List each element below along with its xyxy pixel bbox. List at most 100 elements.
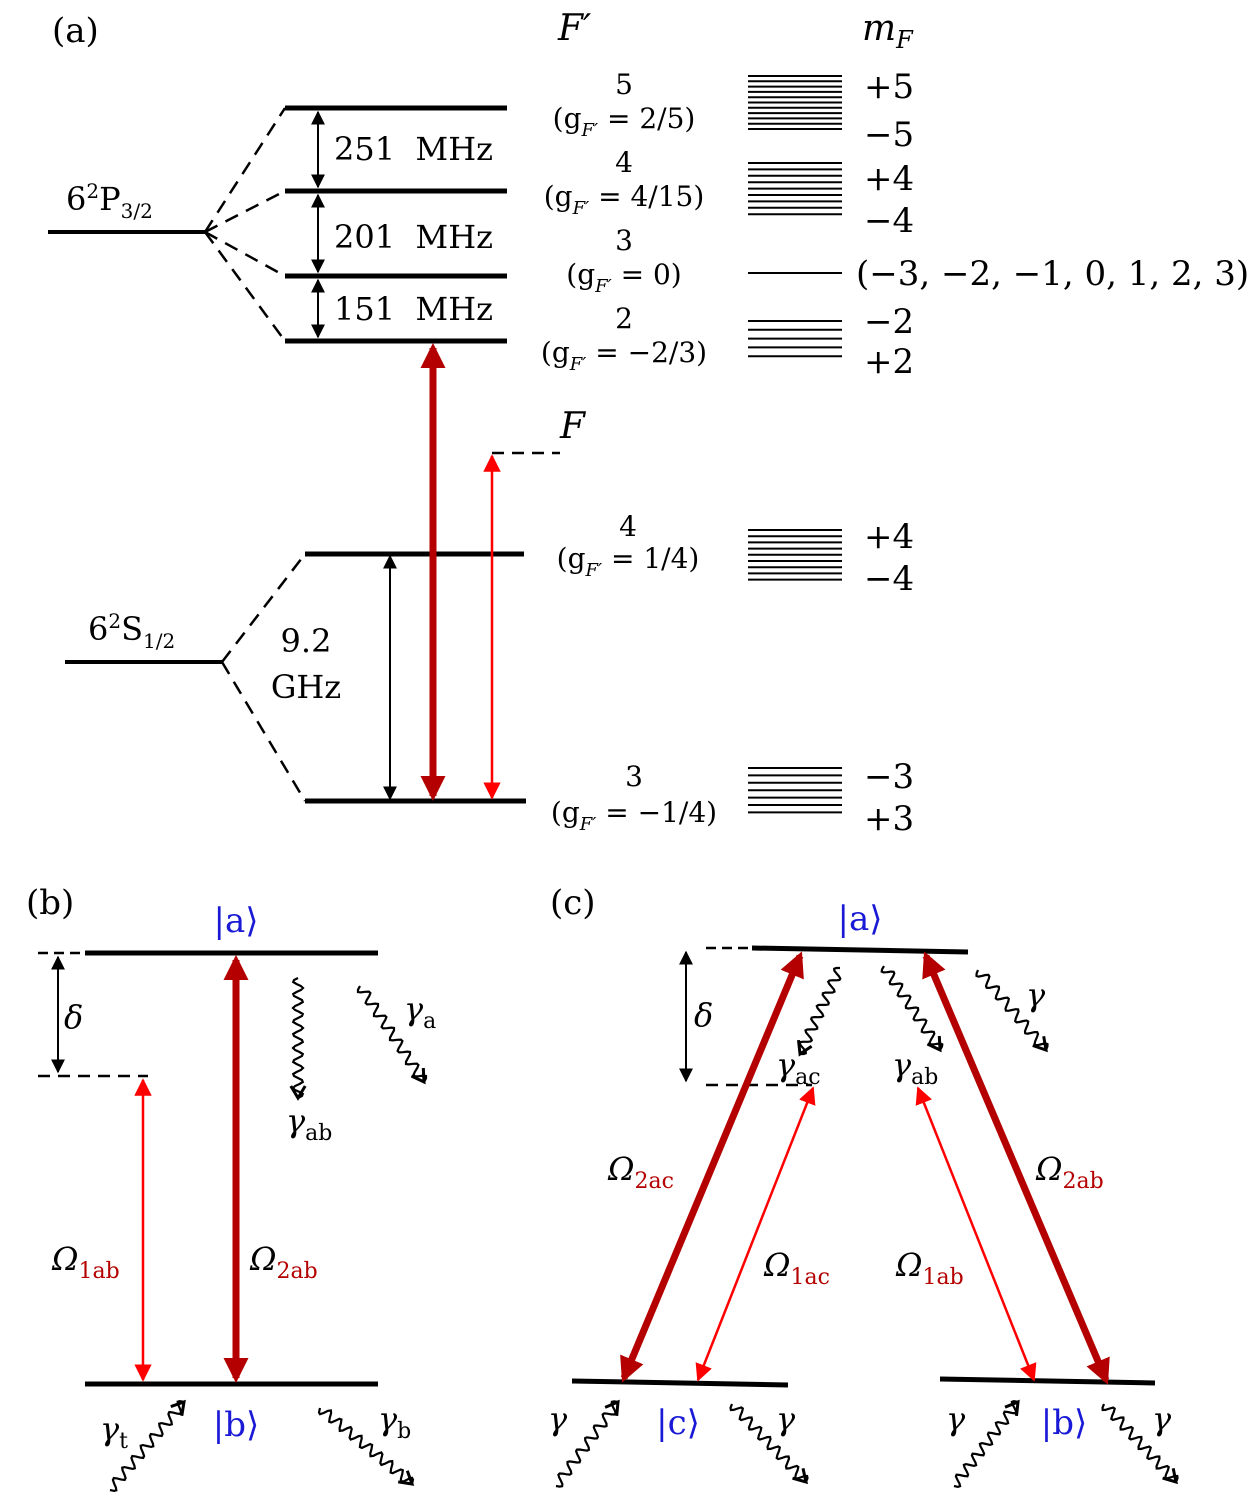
level-b-c <box>939 1376 1156 1386</box>
panel-c-label: (c) <box>550 883 596 923</box>
decay-gamma-b-wave <box>317 1407 415 1485</box>
decay-gamma-b-wave-head <box>397 1470 415 1486</box>
decay-gamma-out-c-wave <box>729 1403 809 1483</box>
zeeman-stack-ground-f4 <box>748 529 842 581</box>
ground-splitting-unit: GHz <box>271 668 341 706</box>
gamma-b-in-label: γ <box>946 1400 966 1438</box>
panel-a-label: (a) <box>52 11 99 51</box>
mf-top-2: −2 <box>864 302 914 342</box>
state-b-label-c: |b⟩ <box>1041 1403 1087 1443</box>
gamma-c-out-label: γ <box>776 1400 796 1438</box>
zeeman-stack-f4 <box>748 162 842 216</box>
level-c-c <box>571 1378 789 1388</box>
zeeman-stacks-lower <box>748 529 842 814</box>
omega1-label-b: Ω1ab <box>51 1240 120 1284</box>
state-c-label-c: |c⟩ <box>656 1403 700 1443</box>
decay-gamma-ab-wave-head <box>289 1085 307 1101</box>
omega-1ab-label: Ω1ab <box>895 1246 964 1290</box>
decay-gamma-out-b-wave-head <box>1162 1467 1178 1485</box>
splitting-201: 201 MHz <box>334 218 493 256</box>
fprime-labels: 5 (gF′ = 2/5) 4 (gF′ = 4/15) 3 (gF′ = 0)… <box>541 68 707 375</box>
zeeman-stack-f5 <box>748 75 842 130</box>
mf-top-4: +4 <box>864 159 914 199</box>
hyperfine-fan-upper <box>203 107 287 342</box>
decay-gamma-t-wave <box>109 1399 185 1493</box>
decay-gamma-a-wave <box>356 985 428 1083</box>
gamma-ab-label-b: γab <box>286 1102 332 1146</box>
omega-2ab-arrow <box>922 951 1110 1385</box>
decay-gamma-ac-wave-head <box>797 1039 813 1057</box>
omega2-label-b: Ω2ab <box>249 1240 318 1284</box>
hyperfine-fan-lower <box>220 553 307 802</box>
omega-2ab-label: Ω2ab <box>1035 1150 1104 1194</box>
f-4: 4 <box>619 510 637 543</box>
g-factor-3: (gF′ = 0) <box>566 258 681 297</box>
mf-bot-g4: −4 <box>864 559 914 599</box>
g-factor-5: (gF′ = 2/5) <box>553 102 696 141</box>
header-f-prime: F′ <box>557 8 591 49</box>
level-a-c <box>751 945 969 955</box>
gamma-ab-label-c: γab <box>892 1046 938 1090</box>
delta-label-b: δ <box>64 998 83 1036</box>
panel-b-label: (b) <box>26 883 74 923</box>
mf-top-5: +5 <box>864 67 914 107</box>
decay-gamma-in-b-wave <box>953 1399 1019 1489</box>
fprime-4: 4 <box>615 146 633 179</box>
gamma-a-decay-label-c: γ <box>1026 976 1046 1014</box>
gamma-b-label-b: γb <box>378 1400 411 1444</box>
header-mf: mF <box>862 8 914 54</box>
decay-gamma-t-wave-head <box>170 1399 186 1417</box>
decay-gamma-out-c-wave-head <box>792 1467 809 1485</box>
omega-1ab-arrow <box>915 1086 1037 1382</box>
mf-top-g3: −3 <box>864 757 914 797</box>
mf-bot-g3: +3 <box>864 799 914 839</box>
zeeman-stack-ground-f3 <box>748 767 842 814</box>
g-factor-4: (gF′ = 4/15) <box>544 180 705 219</box>
zeeman-stacks-upper <box>748 75 842 358</box>
state-b-label-b: |b⟩ <box>213 1405 259 1445</box>
g-factor-f3: (gF′ = −1/4) <box>551 796 717 835</box>
gamma-t-label-b: γt <box>100 1410 128 1454</box>
header-f: F <box>559 406 587 447</box>
gamma-ac-label: γac <box>776 1046 821 1090</box>
decay-gamma-in-c-wave <box>555 1400 619 1488</box>
splitting-151: 151 MHz <box>334 290 493 328</box>
decay-wavy-arrows-c <box>555 965 1179 1489</box>
zeeman-stack-f2 <box>748 320 842 358</box>
gamma-b-out-label: γ <box>1152 1400 1172 1438</box>
mf-bot-5: −5 <box>864 115 914 155</box>
panel-c: (c) |a⟩ |c⟩ |b⟩ δ Ω2ac Ω1ac Ω1ab Ω2ab γa… <box>548 883 1179 1489</box>
f-3: 3 <box>625 760 643 793</box>
fprime-3: 3 <box>615 224 633 257</box>
fprime-5: 5 <box>615 68 633 101</box>
decay-gamma-ab-wave-c <box>880 965 944 1051</box>
decay-gamma-in-c-wave-head <box>604 1399 620 1417</box>
decay-gamma-ab-wave-c-head <box>926 1035 942 1053</box>
mf-f3-list: (−3, −2, −1, 0, 1, 2, 3) <box>856 254 1249 294</box>
ground-splitting-value: 9.2 <box>281 622 332 660</box>
g-factor-2: (gF′ = −2/3) <box>541 336 707 375</box>
omega-1ac-arrow <box>695 1086 816 1382</box>
mf-labels-upper: +5 −5 +4 −4 (−3, −2, −1, 0, 1, 2, 3) −2 … <box>856 67 1249 382</box>
gamma-c-in-label: γ <box>548 1400 568 1438</box>
decay-gamma-ab-wave <box>291 977 305 1099</box>
label-6p32: 62P3/2 <box>66 179 153 223</box>
omega-1ac-label: Ω1ac <box>763 1246 830 1290</box>
decay-gamma-a-wave-c <box>975 969 1049 1051</box>
delta-label-c: δ <box>694 996 713 1034</box>
panel-a: (a) F′ mF 62P3/2 251 MHz 201 MHz 151 MHz… <box>48 8 1249 839</box>
decay-gamma-in-b-wave-head <box>1004 1399 1020 1417</box>
splitting-251: 251 MHz <box>334 130 493 168</box>
decay-gamma-a-wave-c-head <box>1032 1035 1048 1053</box>
gamma-a-label-b: γa <box>404 990 436 1034</box>
decay-gamma-out-b-wave <box>1101 1403 1179 1483</box>
mf-bot-4: −4 <box>864 201 914 241</box>
panel-b: (b) |a⟩ |b⟩ δ Ω1ab Ω2ab γab γa γt γb <box>26 883 436 1493</box>
decay-gamma-a-wave-head <box>410 1067 426 1085</box>
omega-2ac-label: Ω2ac <box>607 1150 674 1194</box>
state-a-label-b: |a⟩ <box>214 901 259 941</box>
g-factor-f4: (gF′ = 1/4) <box>557 542 700 581</box>
state-a-label-c: |a⟩ <box>838 899 883 939</box>
